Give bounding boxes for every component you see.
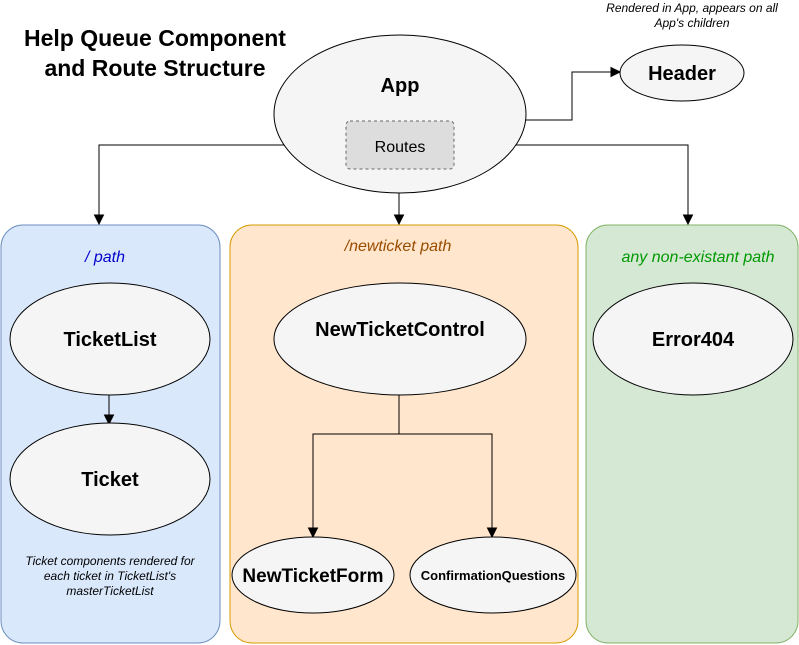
node-header-label: Header bbox=[648, 63, 716, 85]
node-newticketform-label: NewTicketForm bbox=[242, 566, 383, 587]
arrowhead-root-path bbox=[93, 214, 105, 226]
arrowhead-form bbox=[307, 527, 319, 539]
header-note-line-2: App's children bbox=[654, 16, 730, 30]
arrowhead-ticket bbox=[103, 414, 115, 426]
header-note-line-1: Rendered in App, appears on all bbox=[606, 1, 778, 15]
ticket-note-line-2: each ticket in TicketList's bbox=[44, 569, 176, 583]
edge-control-to-form bbox=[312, 395, 400, 528]
edge-routes-to-any-path bbox=[454, 144, 689, 215]
arrowhead-newticket-path bbox=[393, 214, 405, 226]
diagram-title-line-2: and Route Structure bbox=[44, 55, 265, 81]
edge-app-to-header bbox=[526, 71, 612, 121]
arrowhead-header bbox=[610, 66, 622, 78]
any-path-label: any non-existant path bbox=[622, 249, 775, 266]
node-routes bbox=[345, 120, 455, 170]
newticket-path-label: /newticket path bbox=[344, 238, 452, 255]
arrowhead-any-path bbox=[682, 214, 694, 226]
node-app-label: App bbox=[381, 75, 420, 97]
diagram-title-line-1: Help Queue Component bbox=[24, 25, 286, 51]
node-newticketform bbox=[231, 536, 395, 614]
node-ticket bbox=[9, 422, 211, 536]
ticket-note-line-3: masterTicketList bbox=[66, 584, 154, 598]
node-confirmationquestions-label: ConfirmationQuestions bbox=[421, 568, 565, 583]
root-path-label: / path bbox=[84, 249, 125, 266]
edge-control-to-confirmation bbox=[399, 433, 493, 528]
node-error404-label: Error404 bbox=[652, 329, 735, 351]
node-ticketlist bbox=[9, 282, 211, 396]
node-app bbox=[273, 34, 527, 194]
node-ticket-label: Ticket bbox=[81, 469, 139, 491]
node-ticketlist-label: TicketList bbox=[64, 329, 157, 351]
node-header bbox=[619, 44, 745, 102]
node-newticketcontrol-label: NewTicketControl bbox=[315, 319, 485, 341]
edge-routes-to-root-path bbox=[98, 144, 346, 215]
node-newticketcontrol bbox=[273, 282, 527, 396]
node-confirmationquestions bbox=[409, 536, 577, 614]
node-routes-label: Routes bbox=[375, 139, 426, 156]
ticket-note-line-1: Ticket components rendered for bbox=[25, 554, 195, 568]
arrowhead-confirmation bbox=[486, 527, 498, 539]
node-error404 bbox=[592, 282, 794, 396]
